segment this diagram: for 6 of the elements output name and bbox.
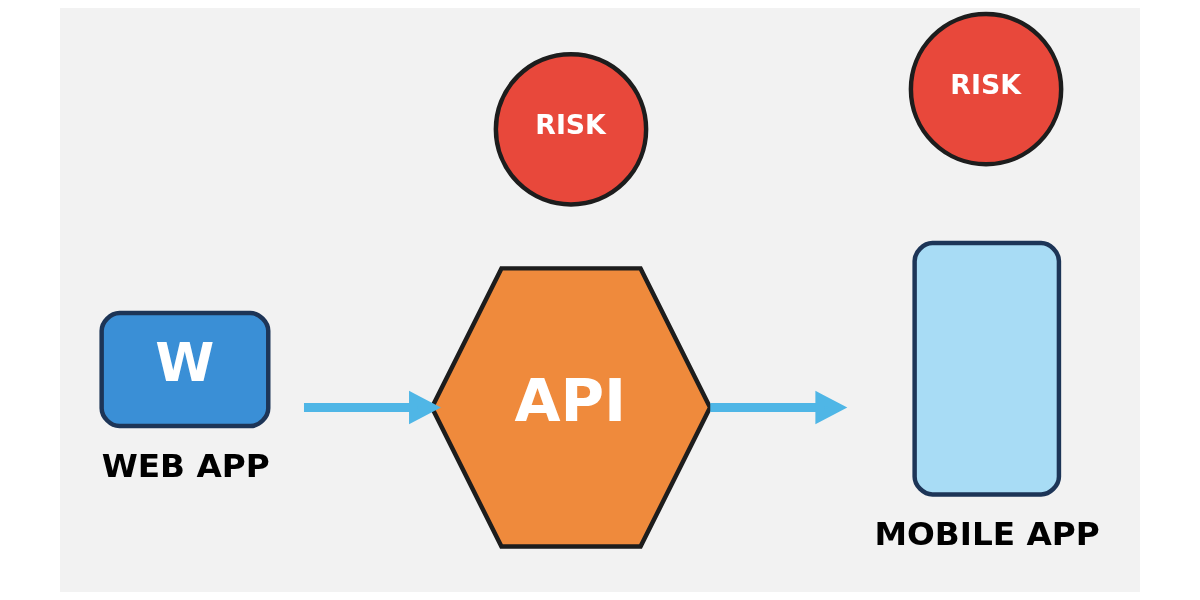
node-circle: RISK	[493, 51, 649, 207]
arrow	[304, 390, 441, 425]
arrow	[710, 390, 848, 425]
node-circle: RISK	[908, 11, 1064, 167]
node-label: WEB APP	[101, 446, 270, 485]
node-label: MOBILE APP	[874, 515, 1100, 554]
